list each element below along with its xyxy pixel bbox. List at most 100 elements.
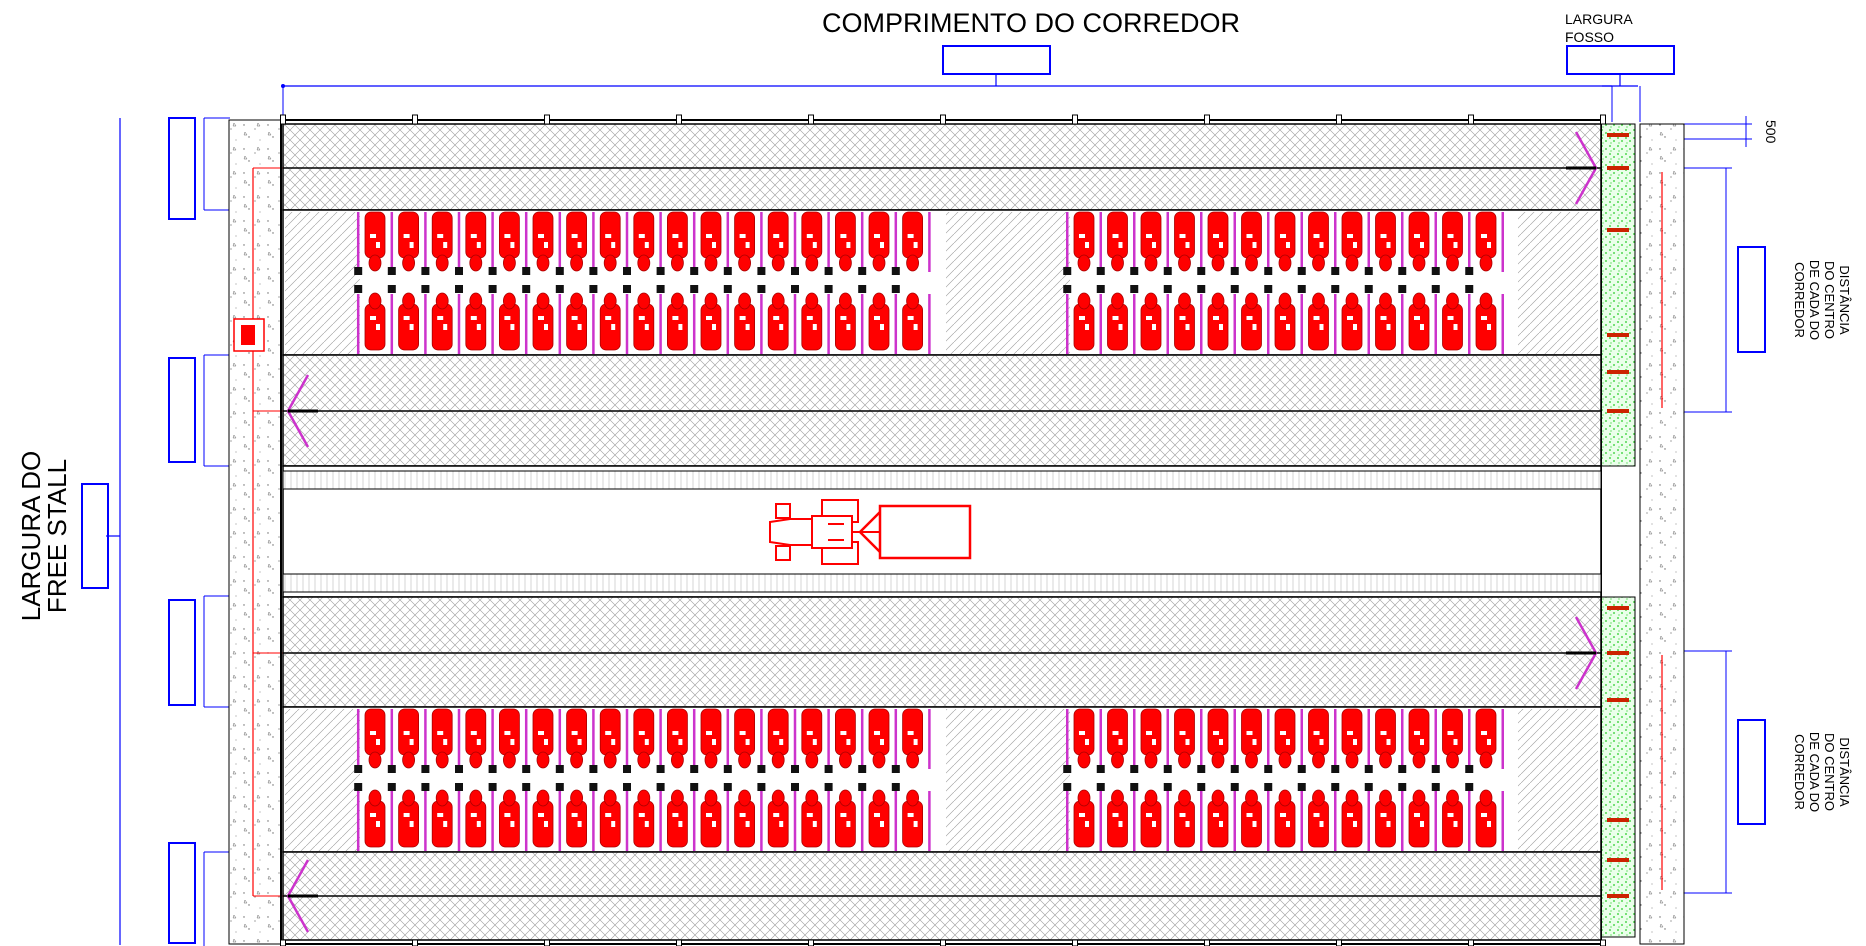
gate-icon[interactable]	[1566, 616, 1598, 690]
column-marker	[808, 114, 814, 125]
fosso-strip-top	[1600, 123, 1636, 467]
post-icon	[891, 267, 900, 275]
cow-icon	[599, 708, 621, 769]
center-distance-label-2a: DISTÂNCIA	[1837, 737, 1852, 807]
cow-icon	[801, 292, 823, 351]
cow-icon	[1140, 211, 1162, 272]
cow-icon	[1241, 708, 1262, 769]
post-icon	[1398, 765, 1407, 773]
corridor-width-input-box-2[interactable]	[168, 357, 196, 463]
post-icon	[623, 285, 631, 293]
cow-icon	[1475, 708, 1497, 769]
post-icon	[690, 267, 699, 275]
post-icon	[824, 267, 833, 275]
cow-icon	[734, 708, 755, 769]
cow-icon	[902, 789, 923, 848]
cow-icon	[868, 292, 890, 351]
post-icon	[1163, 267, 1172, 275]
cow-icon	[465, 789, 487, 848]
column-marker	[412, 114, 418, 125]
post-icon	[522, 285, 531, 293]
cow-icon	[1408, 708, 1430, 769]
cow-icon	[633, 211, 655, 272]
cow-icon	[465, 292, 487, 351]
post-icon	[1197, 783, 1206, 791]
post-icon	[824, 783, 833, 791]
cow-icon	[566, 708, 587, 769]
cow-icon	[1308, 292, 1329, 351]
column-marker	[1204, 114, 1210, 125]
post-icon	[656, 267, 665, 275]
cow-icon	[566, 292, 587, 351]
post-icon	[555, 285, 564, 293]
cow-icon	[700, 789, 722, 848]
post-icon	[791, 765, 799, 773]
control-panel-icon	[233, 318, 265, 352]
center-distance-label-2d: CORREDOR	[1792, 734, 1807, 810]
right-dimensions: DISTÂNCIA DO CENTRO DE CADA DO CORREDOR …	[1652, 167, 1852, 894]
post-icon	[354, 783, 363, 791]
drain-marker	[1607, 370, 1629, 374]
cow-icon	[767, 292, 789, 351]
corridor-width-input-box-4[interactable]	[168, 842, 196, 944]
center-distance-input-box-1[interactable]	[1737, 246, 1766, 353]
cow-icon	[767, 708, 789, 769]
post-icon	[1163, 783, 1172, 791]
post-icon	[1230, 765, 1239, 773]
post-icon	[1130, 783, 1139, 791]
corridor-width-dim-3	[168, 595, 230, 708]
column-marker	[676, 939, 682, 946]
post-icon	[1465, 783, 1474, 791]
post-icon	[555, 783, 564, 791]
post-icon	[1230, 285, 1239, 293]
cow-icon	[1408, 292, 1430, 351]
column-marker	[412, 939, 418, 946]
post-icon	[656, 783, 665, 791]
corridor-center-distance-dim-1: DISTÂNCIA DO CENTRO DE CADA DO CORREDOR	[1652, 167, 1852, 413]
free-stall-width-input-box[interactable]	[81, 483, 109, 589]
drain-marker	[1607, 858, 1629, 862]
cow-icon	[1073, 789, 1095, 848]
corridor-length-input-box[interactable]	[942, 45, 1051, 75]
post-icon	[623, 267, 631, 275]
post-icon	[1264, 783, 1273, 791]
post-icon	[1431, 765, 1440, 773]
center-distance-input-box-2[interactable]	[1737, 719, 1766, 825]
cow-icon	[1308, 708, 1329, 769]
post-icon	[387, 285, 396, 293]
post-icon	[522, 783, 531, 791]
free-stall-width-label-line2: FREE STALL	[42, 459, 72, 613]
cow-icon	[734, 292, 755, 351]
cow-icon	[868, 789, 890, 848]
drain-marker	[1607, 333, 1629, 337]
gate-icon[interactable]	[286, 859, 318, 933]
post-icon	[757, 285, 766, 293]
post-icon	[1364, 783, 1373, 791]
column-marker	[1600, 114, 1606, 125]
cow-icon	[902, 708, 923, 769]
cow-icon	[1140, 789, 1162, 848]
corridor-width-input-box-3[interactable]	[168, 599, 196, 706]
corridor-length-title: COMPRIMENTO DO CORREDOR	[822, 8, 1240, 38]
cow-icon	[1475, 292, 1497, 351]
post-icon	[589, 783, 598, 791]
post-icon	[1297, 267, 1306, 275]
gate-icon[interactable]	[1566, 131, 1598, 205]
cow-icon	[1073, 211, 1095, 272]
cow-icon	[835, 708, 856, 769]
post-icon	[421, 267, 430, 275]
gates	[286, 131, 1629, 933]
post-icon	[1163, 285, 1172, 293]
post-icon	[1197, 285, 1206, 293]
cow-icon	[1475, 789, 1497, 848]
fosso-width-input-box[interactable]	[1566, 45, 1675, 75]
post-icon	[1297, 765, 1306, 773]
post-icon	[858, 267, 867, 275]
gate-icon[interactable]	[286, 374, 318, 448]
post-icon	[690, 783, 699, 791]
cow-icon	[1408, 789, 1430, 848]
corridor-width-input-box-1[interactable]	[168, 117, 196, 220]
cow-icon	[1341, 292, 1363, 351]
post-icon	[387, 765, 396, 773]
